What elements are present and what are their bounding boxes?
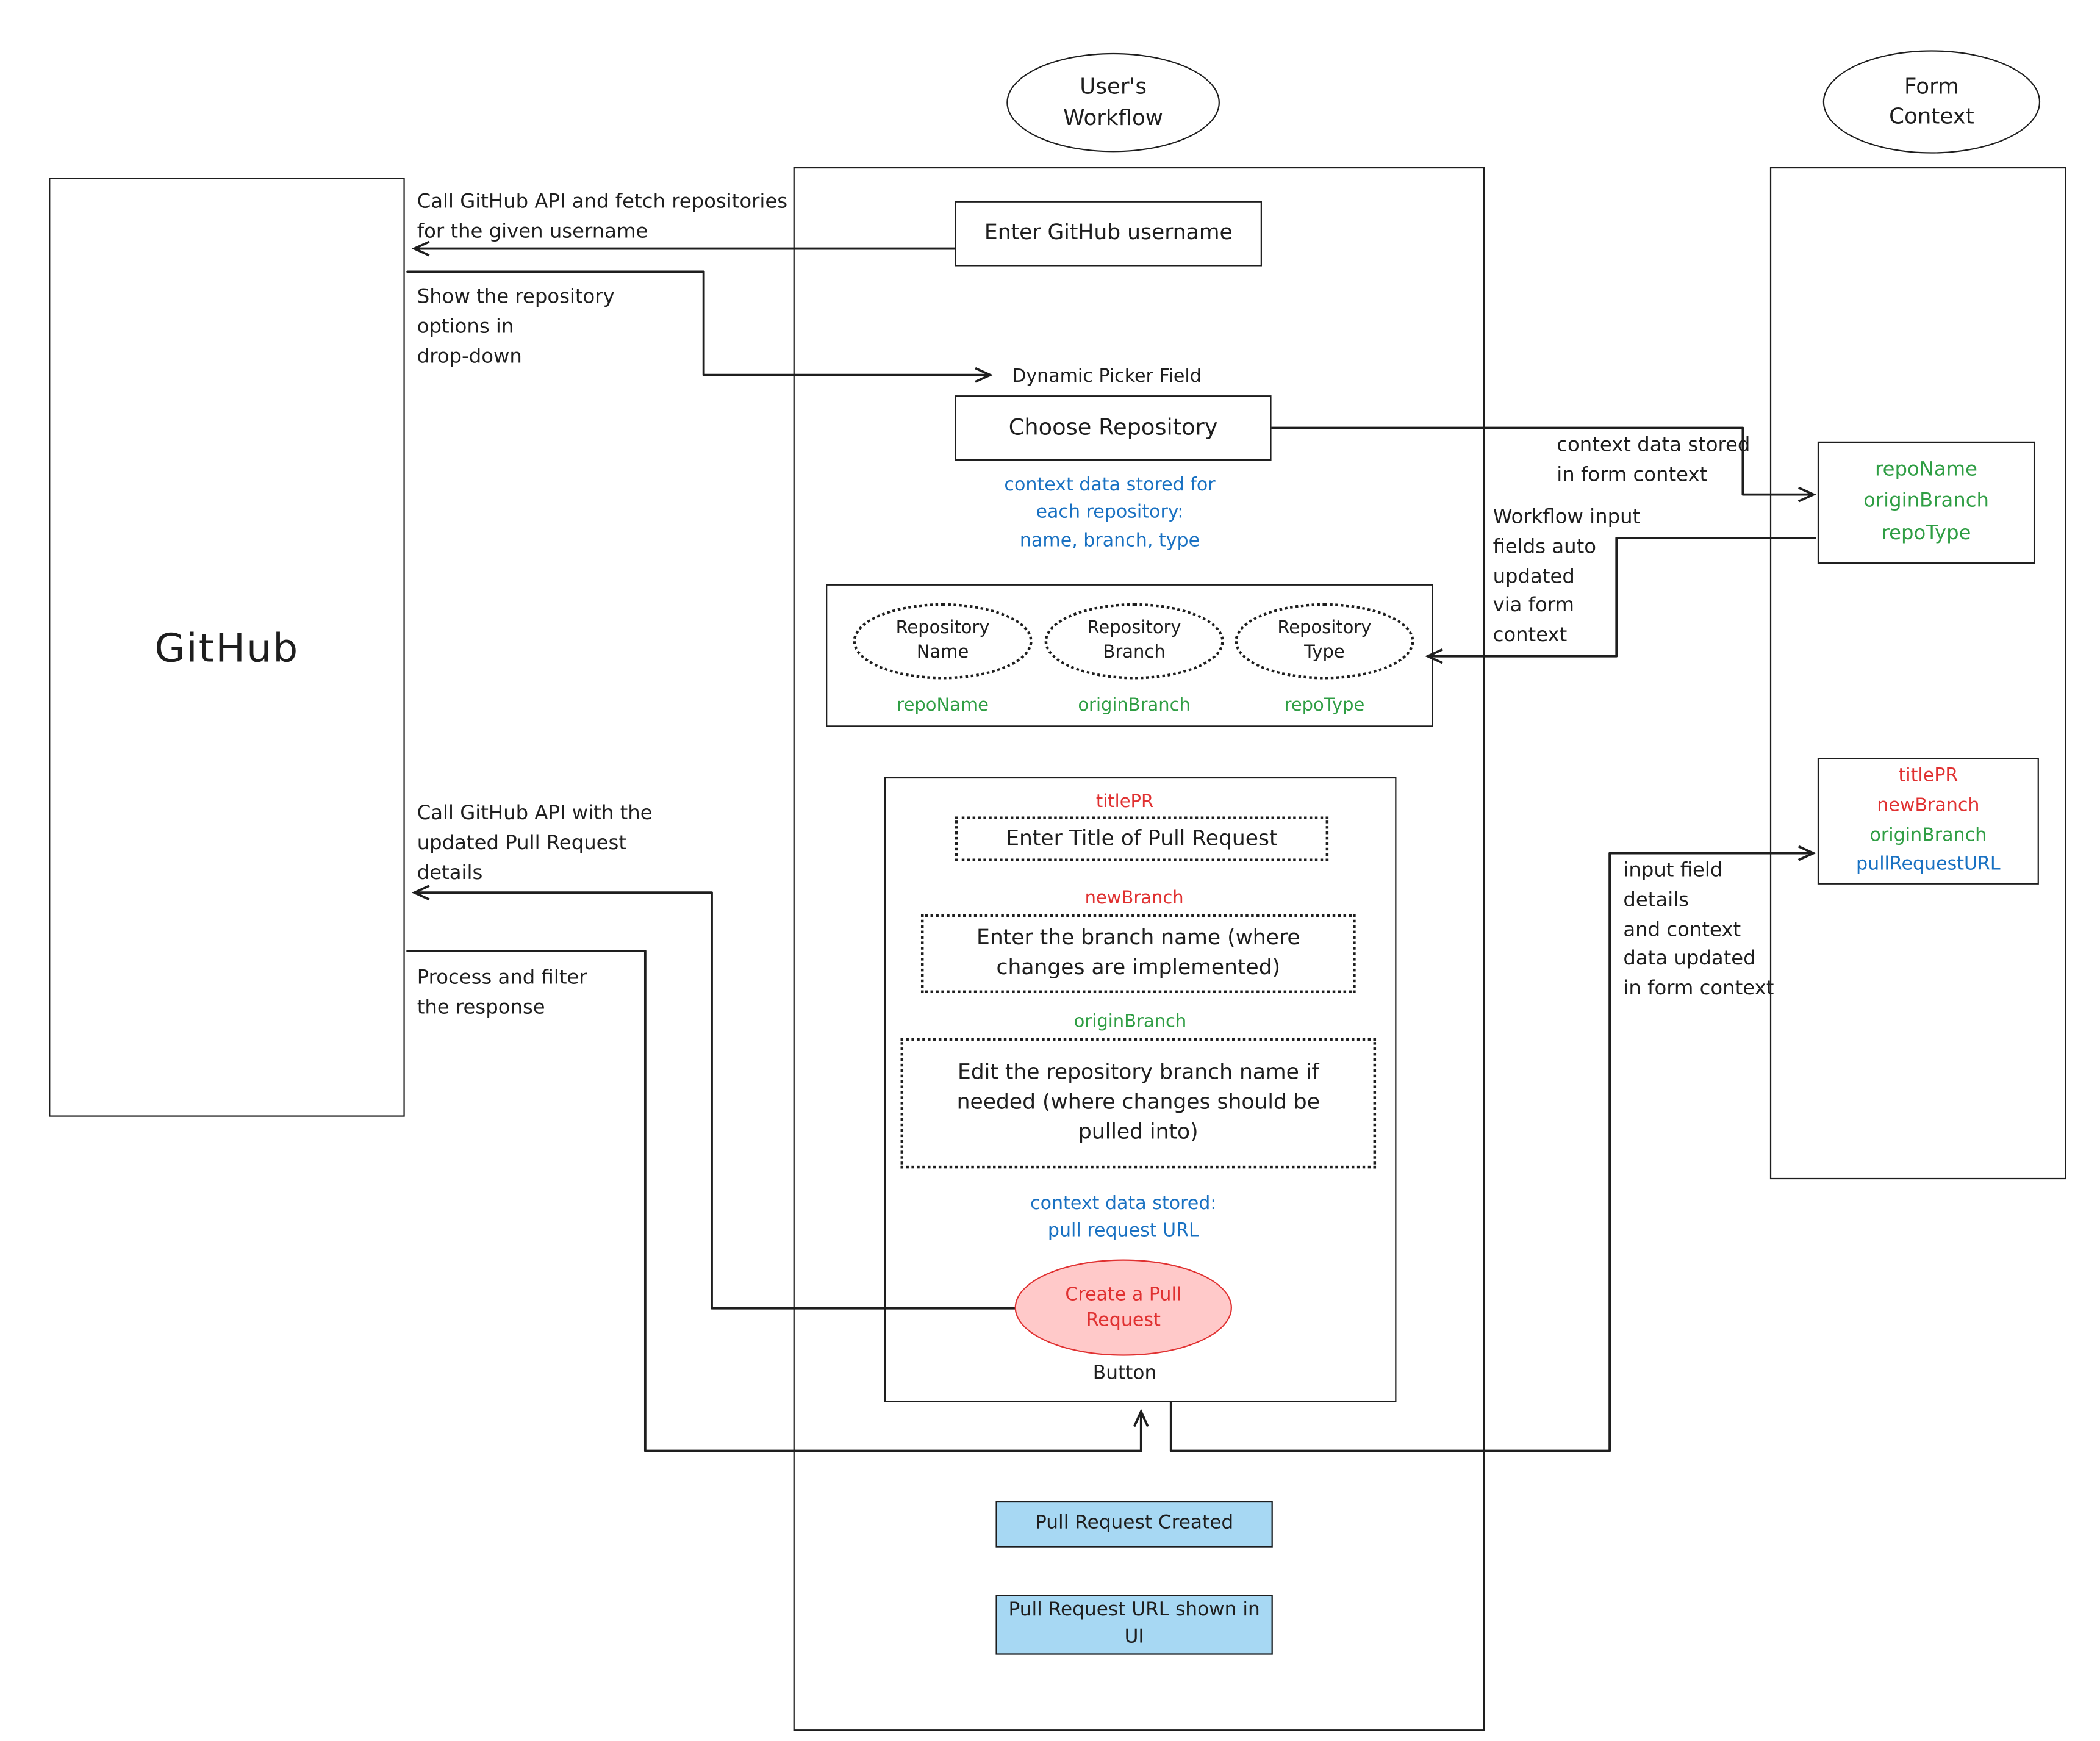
pr-origin-branch-field[interactable]: Edit the repository branch name if neede… xyxy=(900,1038,1377,1169)
formcontext-repo-box: repoName originBranch repoType xyxy=(1817,441,2035,564)
note-pr-context: context data stored: pull request URL xyxy=(1030,1193,1217,1243)
pr-created-status: Pull Request Created xyxy=(995,1501,1273,1548)
note-call-api-pr: Call GitHub API with the updated Pull Re… xyxy=(417,803,653,884)
dynamic-picker-caption: Dynamic Picker Field xyxy=(1012,365,1202,387)
note-fetch-repos: Call GitHub API and fetch repositories f… xyxy=(417,192,788,243)
note-show-options: Show the repository options in drop-down xyxy=(417,286,615,368)
repository-name-field: Repository Name xyxy=(853,603,1033,680)
repoType-key: repoType xyxy=(1284,695,1365,716)
repository-branch-field: Repository Branch xyxy=(1044,603,1224,680)
note-process-filter: Process and filter the response xyxy=(417,967,587,1019)
form-context-title: Form Context xyxy=(1822,50,2041,154)
github-label: GitHub xyxy=(154,625,299,672)
repoName-key: repoName xyxy=(897,695,989,716)
note-context-stored: context data stored in form context xyxy=(1557,434,1751,486)
originBranch-key2: originBranch xyxy=(1073,1012,1187,1033)
fc-pullRequestURL: pullRequestURL xyxy=(1856,853,2001,875)
repository-type-field: Repository Type xyxy=(1235,603,1414,680)
pr-url-shown-status: Pull Request URL shown in UI xyxy=(995,1595,1273,1655)
note-workflow-inputs: Workflow input fields auto updated via f… xyxy=(1493,506,1641,647)
enter-username-field[interactable]: Enter GitHub username xyxy=(955,201,1262,267)
formcontext-pr-box: titlePR newBranch originBranch pullReque… xyxy=(1817,758,2039,885)
originBranch-key: originBranch xyxy=(1078,695,1191,716)
fc-titlePR: titlePR xyxy=(1898,765,1958,788)
choose-repository-field[interactable]: Choose Repository xyxy=(955,395,1272,461)
users-workflow-title: User's Workflow xyxy=(1006,52,1220,153)
fc-originBranch2: originBranch xyxy=(1869,824,1987,846)
titlePR-key: titlePR xyxy=(1095,792,1154,813)
fc-originBranch: originBranch xyxy=(1863,490,1989,513)
note-input-details: input field details and context data upd… xyxy=(1623,860,1774,1000)
form-context-container xyxy=(1769,167,2066,1180)
fc-repoType: repoType xyxy=(1881,522,1971,545)
fc-repoName: repoName xyxy=(1875,459,1977,481)
button-caption: Button xyxy=(1092,1362,1157,1385)
github-container xyxy=(49,178,405,1117)
pr-title-field[interactable]: Enter Title of Pull Request xyxy=(955,816,1329,861)
create-pull-request-button[interactable]: Create a Pull Request xyxy=(1014,1259,1232,1356)
fc-newBranch: newBranch xyxy=(1877,794,1980,817)
newBranch-key: newBranch xyxy=(1084,888,1184,909)
note-repo-context: context data stored for each repository:… xyxy=(1004,474,1216,551)
pr-branch-field[interactable]: Enter the branch name (where changes are… xyxy=(920,914,1356,994)
